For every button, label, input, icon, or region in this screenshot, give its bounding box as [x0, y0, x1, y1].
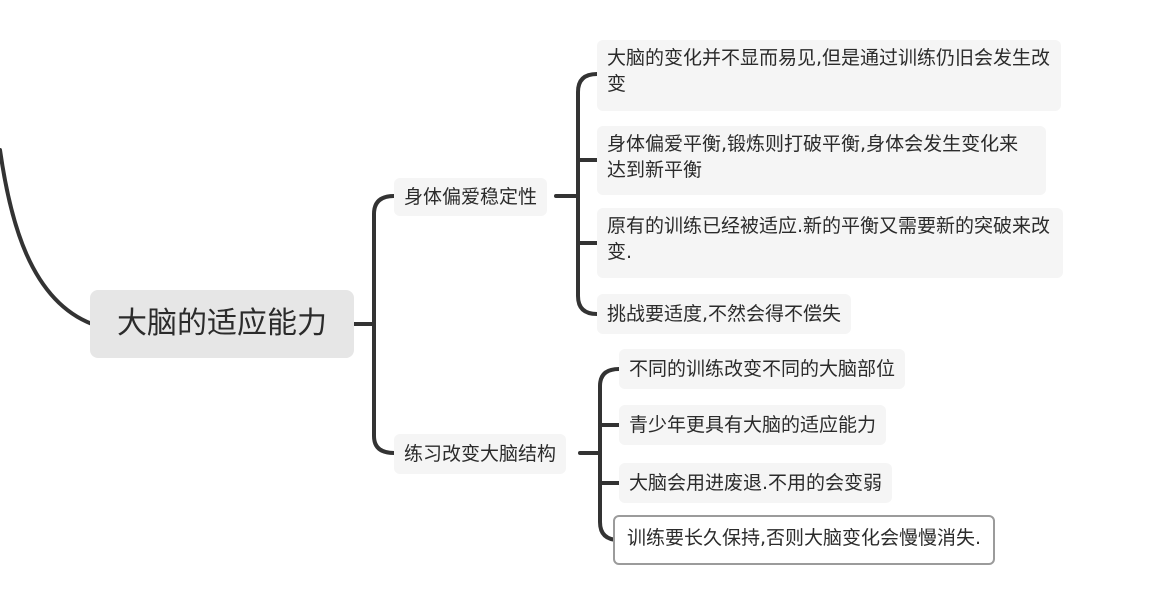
branch1-trunk: [576, 72, 599, 316]
leaf-node-label: 大脑的变化并不显而易见,但是通过训练仍旧会发生改变: [607, 47, 1051, 95]
leaf-node[interactable]: 大脑的变化并不显而易见,但是通过训练仍旧会发生改变: [597, 40, 1061, 111]
branch-trunk: [372, 194, 396, 455]
leaf-node-label: 挑战要适度,不然会得不偿失: [607, 303, 842, 325]
leaf-node-label: 青少年更具有大脑的适应能力: [629, 414, 877, 436]
root-node-label: 大脑的适应能力: [117, 306, 327, 341]
leaf-node-label: 训练要长久保持,否则大脑变化会慢慢消失.: [627, 527, 982, 549]
leaf-node[interactable]: 挑战要适度,不然会得不偿失: [597, 294, 852, 334]
branch-node-label: 身体偏爱稳定性: [404, 186, 538, 208]
leaf-node-selected[interactable]: 训练要长久保持,否则大脑变化会慢慢消失.: [613, 515, 996, 565]
leaf-node-label: 原有的训练已经被适应.新的平衡又需要新的突破来改变.: [607, 215, 1051, 263]
branch-node-brain-structure[interactable]: 练习改变大脑结构: [394, 434, 567, 474]
parent-connector: [0, 148, 94, 326]
leaf-node-label: 不同的训练改变不同的大脑部位: [629, 358, 896, 380]
root-node[interactable]: 大脑的适应能力: [90, 290, 354, 358]
branch-node-label: 练习改变大脑结构: [404, 443, 557, 465]
leaf-node[interactable]: 大脑会用进废退.不用的会变弱: [619, 463, 893, 503]
leaf-node-label: 大脑会用进废退.不用的会变弱: [629, 472, 883, 494]
branch2-trunk: [598, 367, 621, 542]
leaf-node[interactable]: 青少年更具有大脑的适应能力: [619, 405, 887, 445]
leaf-node[interactable]: 身体偏爱平衡,锻炼则打破平衡,身体会发生变化来达到新平衡: [597, 126, 1046, 195]
leaf-node-label: 身体偏爱平衡,锻炼则打破平衡,身体会发生变化来达到新平衡: [607, 133, 1019, 181]
leaf-node[interactable]: 不同的训练改变不同的大脑部位: [619, 349, 906, 389]
branch-node-stability[interactable]: 身体偏爱稳定性: [394, 178, 548, 216]
leaf-node[interactable]: 原有的训练已经被适应.新的平衡又需要新的突破来改变.: [597, 208, 1063, 278]
